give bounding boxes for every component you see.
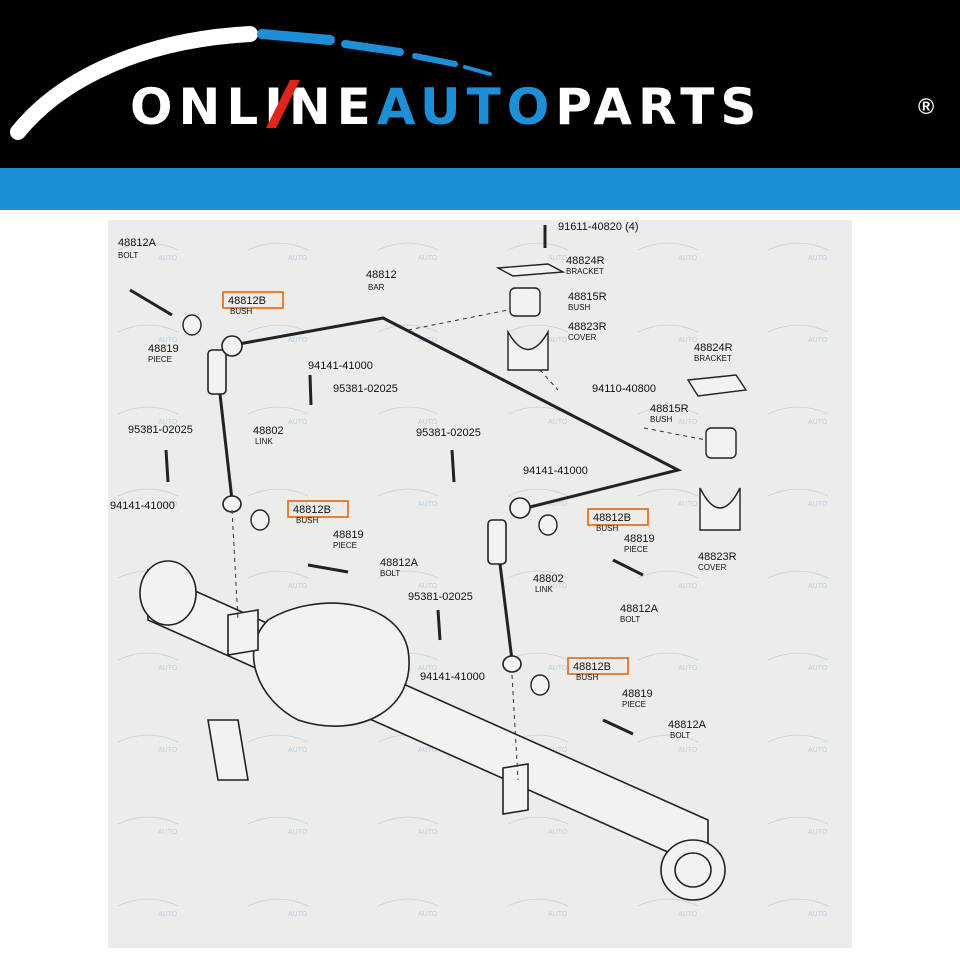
stabilizer-bar-exploded-view: AUTO xyxy=(108,220,852,948)
parts-diagram: AUTO xyxy=(108,220,852,948)
label-bar: BAR xyxy=(368,283,385,292)
label-48812a-low: 48812A xyxy=(668,719,707,731)
label-48812b-3: 48812B xyxy=(593,512,631,524)
label-48802-right: 48802 xyxy=(533,573,564,585)
label-48812a-right: 48812A xyxy=(620,603,659,615)
label-94141-low: 94141-41000 xyxy=(420,671,485,683)
label-piece-low: PIECE xyxy=(622,700,646,709)
brand-logo: ONLINEAUTOPARTS ® xyxy=(0,0,960,168)
watermark-pattern xyxy=(108,220,852,948)
label-94141-left: 94141-41000 xyxy=(110,500,175,512)
label-48819-low: 48819 xyxy=(622,688,653,700)
label-94110: 94110-40800 xyxy=(592,383,656,395)
label-95381-left: 95381-02025 xyxy=(128,424,193,436)
label-48812a-mid: 48812A xyxy=(380,557,419,569)
label-link-left: LINK xyxy=(255,437,273,446)
highlight-box-bush-2 xyxy=(287,500,349,518)
label-48815r-top: 48815R xyxy=(568,291,607,303)
label-bolt-right: BOLT xyxy=(620,615,640,624)
label-48812b-1: 48812B xyxy=(228,295,266,307)
label-bracket-right: BRACKET xyxy=(694,354,732,363)
wordmark-red-i-icon xyxy=(266,80,300,128)
label-48812b-4: 48812B xyxy=(573,661,611,673)
stabilizer-bar xyxy=(232,316,683,512)
label-link-right: LINK xyxy=(535,585,553,594)
label-bracket-top: BRACKET xyxy=(566,267,604,276)
left-link xyxy=(207,335,243,513)
label-bush-top: BUSH xyxy=(568,303,590,312)
label-48812a-left: 48812A xyxy=(118,237,157,249)
registered-mark: ® xyxy=(918,94,935,119)
label-piece-right: PIECE xyxy=(624,545,648,554)
label-48802-left: 48802 xyxy=(253,425,284,437)
label-bush-3: BUSH xyxy=(596,524,618,533)
label-91611: 91611-40820 (4) xyxy=(558,221,639,233)
label-48819-right: 48819 xyxy=(624,533,655,545)
label-bolt-mid: BOLT xyxy=(380,569,400,578)
label-94141-mid: 94141-41000 xyxy=(523,465,588,477)
label-bolt-low: BOLT xyxy=(670,731,690,740)
highlight-box-bush-3 xyxy=(587,508,649,526)
label-48819-left: 48819 xyxy=(148,343,179,355)
label-48824r-right: 48824R xyxy=(694,342,733,354)
label-cover-right: COVER xyxy=(698,563,727,572)
bushes-and-brackets xyxy=(182,263,748,696)
label-bush-1: BUSH xyxy=(230,307,252,316)
label-bush-4: BUSH xyxy=(576,673,598,682)
assembly-guide-lines xyxy=(231,309,707,781)
bolts-and-pins xyxy=(129,225,644,736)
highlight-box-bush-1 xyxy=(222,291,284,309)
label-48812-bar: 48812 xyxy=(366,269,397,281)
speed-swoosh-icon xyxy=(10,26,492,140)
wordmark-parts: PARTS xyxy=(555,78,763,136)
brand-wordmark: ONLINEAUTOPARTS xyxy=(130,82,762,132)
wordmark-auto: AUTO xyxy=(376,78,556,136)
label-48815r-right: 48815R xyxy=(650,403,689,415)
site-header xyxy=(0,0,960,168)
label-bush-right: BUSH xyxy=(650,415,672,424)
label-48823r-right: 48823R xyxy=(698,551,737,563)
label-48824r-top: 48824R xyxy=(566,255,605,267)
wordmark-online: ONLINE xyxy=(130,78,377,136)
label-95381-top: 95381-02025 xyxy=(333,383,398,395)
label-94141-top: 94141-41000 xyxy=(308,360,373,372)
label-piece-mid: PIECE xyxy=(333,541,357,550)
label-95381-mid: 95381-02025 xyxy=(416,427,481,439)
label-bolt-left: BOLT xyxy=(118,251,138,260)
rear-axle-housing xyxy=(139,560,726,901)
label-48819-mid: 48819 xyxy=(333,529,364,541)
label-48812b-2: 48812B xyxy=(293,504,331,516)
label-piece-left: PIECE xyxy=(148,355,172,364)
label-95381-low: 95381-02025 xyxy=(408,591,473,603)
header-accent-stripe xyxy=(0,168,960,210)
right-link xyxy=(487,497,531,673)
label-cover-top: COVER xyxy=(568,333,597,342)
label-bush-2: BUSH xyxy=(296,516,318,525)
label-48823r-top: 48823R xyxy=(568,321,607,333)
highlight-box-bush-4 xyxy=(567,657,629,675)
